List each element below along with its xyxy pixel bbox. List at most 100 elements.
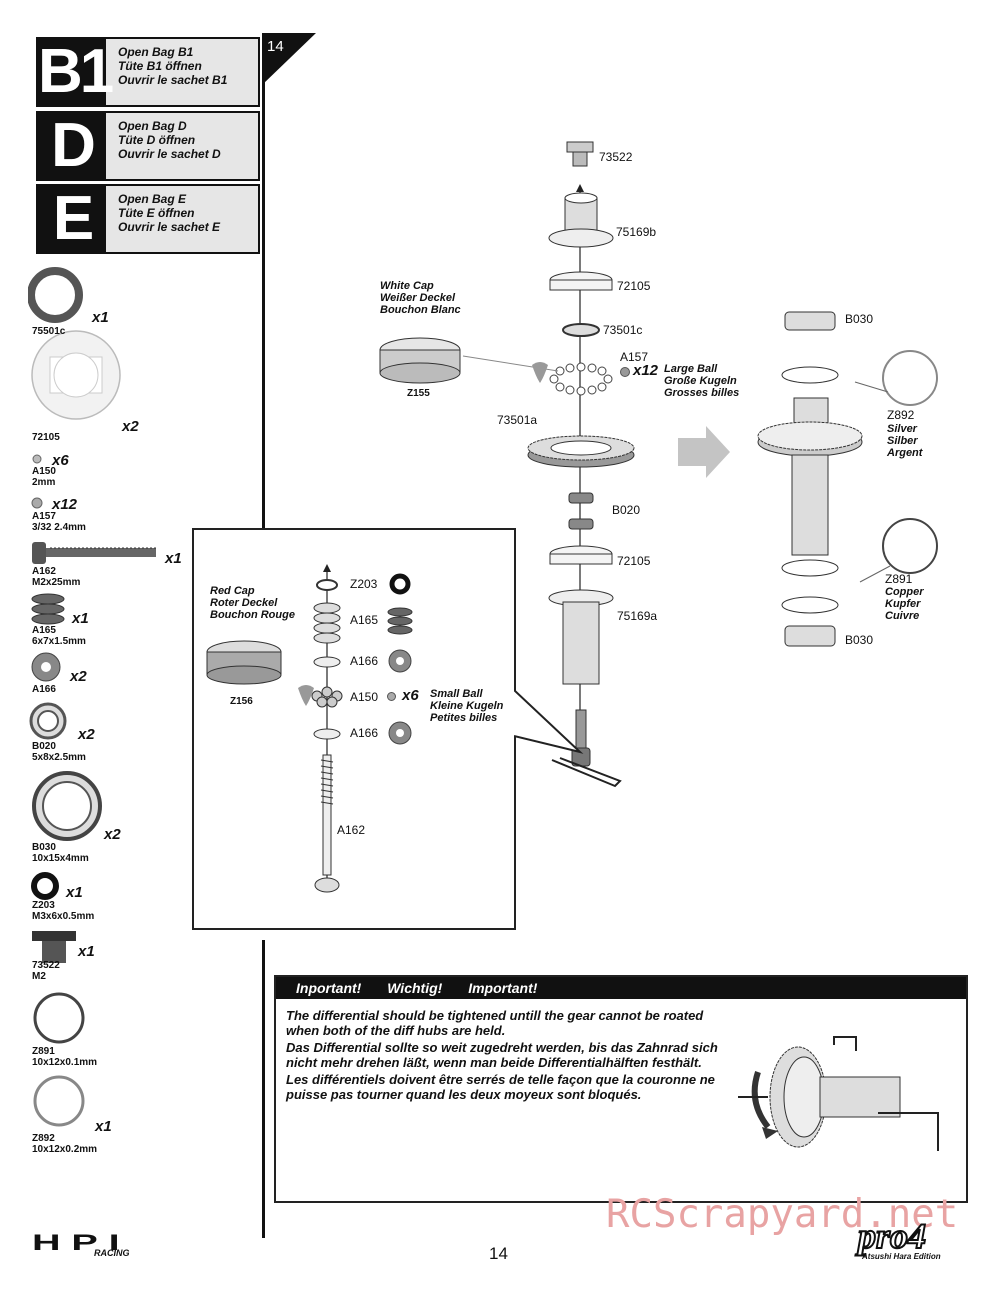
important-header: Inportant! Wichtig! Important! [276,977,966,999]
part-b020-drawing [568,518,594,530]
label-b030-top: B030 [845,312,874,326]
label-z203: Z203 [350,577,378,591]
part-a157-icon [31,497,43,509]
part-72105-icon [31,330,121,420]
label-75169b: 75169b [616,225,657,239]
bag-line-de: Tüte E öffnen [118,206,195,220]
part-72105-bottom-drawing [549,545,613,565]
a165-icon [387,607,413,635]
label-a157: A157 [620,350,649,364]
part-qty: x1 [165,550,182,567]
hex-wrench-drawing [551,757,622,788]
watermark: RCScrapyard.net [606,1192,959,1237]
part-z892-drawing [882,350,938,406]
bag-line-fr: Ouvrir le sachet D [118,147,221,161]
notice-en: The differential should be tightened unt… [286,1008,704,1038]
part-a166-icon [31,652,61,682]
grease-drop-icon [298,685,314,706]
z203-icon [389,573,411,595]
part-qty: x6 [52,452,69,469]
label-z891: Z891 [885,572,913,586]
header-en: Inportant! [296,980,362,996]
label-b020: B020 [612,503,641,517]
bag-line-de: Tüte B1 öffnen [118,59,202,73]
part-qty: x1 [92,309,109,326]
grease-drop-icon [532,362,548,383]
label-73501a: 73501a [497,413,538,427]
tightening-illustration [738,1036,939,1151]
label-a150-qty: x6 [402,687,419,704]
part-code: 72105 [32,432,60,443]
column-divider [262,33,265,528]
assembly-arrow-icon [678,426,730,478]
part-qty: x2 [104,826,121,843]
part-z203-icon [31,872,59,900]
label-a166-top: A166 [350,654,379,668]
bag-line-fr: Ouvrir le sachet E [118,220,221,234]
bag-text: Open Bag E Tüte E öffnen Ouvrir le sache… [118,192,220,234]
bag-letter: E [38,186,106,252]
bag-letter: D [38,113,106,179]
inset-pointer [514,690,584,754]
part-z892-icon [33,1075,85,1127]
label-a157-qty: x12 [633,362,659,379]
label-a165: A165 [350,613,379,627]
part-73501a-drawing [527,435,635,468]
part-z156-drawing [206,640,282,685]
part-qty: x2 [70,668,87,685]
a166-icon [388,721,412,745]
bag-text: Open Bag B1 Tüte B1 öffnen Ouvrir le sac… [118,45,227,87]
bag-line-en: Open Bag E [118,192,187,206]
inset-detail-box [192,528,516,930]
part-73501c-drawing [562,323,600,337]
important-body: The differential should be tightened unt… [286,1008,726,1104]
bag-letter: B1 [38,37,114,106]
page-tab [262,33,316,85]
label-72105-top: 72105 [617,279,651,293]
leader-line [859,565,891,583]
part-code: A166 [32,684,56,695]
bag-e: E Open Bag E Tüte E öffnen Ouvrir le sac… [36,184,260,254]
bag-line-en: Open Bag B1 [118,45,194,59]
header-de: Wichtig! [387,980,443,996]
bag-d: D Open Bag D Tüte D öffnen Ouvrir le sac… [36,111,260,181]
part-b020-drawing [568,492,594,504]
label-z892: Z892 [887,408,915,422]
label-73522: 73522 [599,150,633,164]
part-75169a-drawing [548,589,614,685]
label-72105-bottom: 72105 [617,554,651,568]
part-qty: x12 [52,496,78,513]
part-code: 75501c [32,326,66,337]
bag-text: Open Bag D Tüte D öffnen Ouvrir le sache… [118,119,221,161]
part-qty: x2 [78,726,95,743]
part-b020-icon [29,702,67,740]
bag-line-fr: Ouvrir le sachet B1 [118,73,228,87]
part-73522-icon [32,931,76,963]
page-tab-number: 14 [267,38,284,55]
exploded-diagram [379,141,938,788]
ball-icon [620,367,630,377]
part-a162-icon [32,542,156,564]
label-75169a: 75169a [617,609,658,623]
label-a162: A162 [337,823,366,837]
part-qty: x1 [66,884,83,901]
ball-ring-drawing [549,362,613,396]
leader-line [854,381,889,393]
part-73522-drawing [566,141,594,167]
part-z155-drawing [379,337,461,384]
part-75169b-drawing [548,192,614,248]
header-fr: Important! [468,980,538,996]
label-z156: Z156 [230,696,253,707]
part-a150-icon [32,454,42,464]
